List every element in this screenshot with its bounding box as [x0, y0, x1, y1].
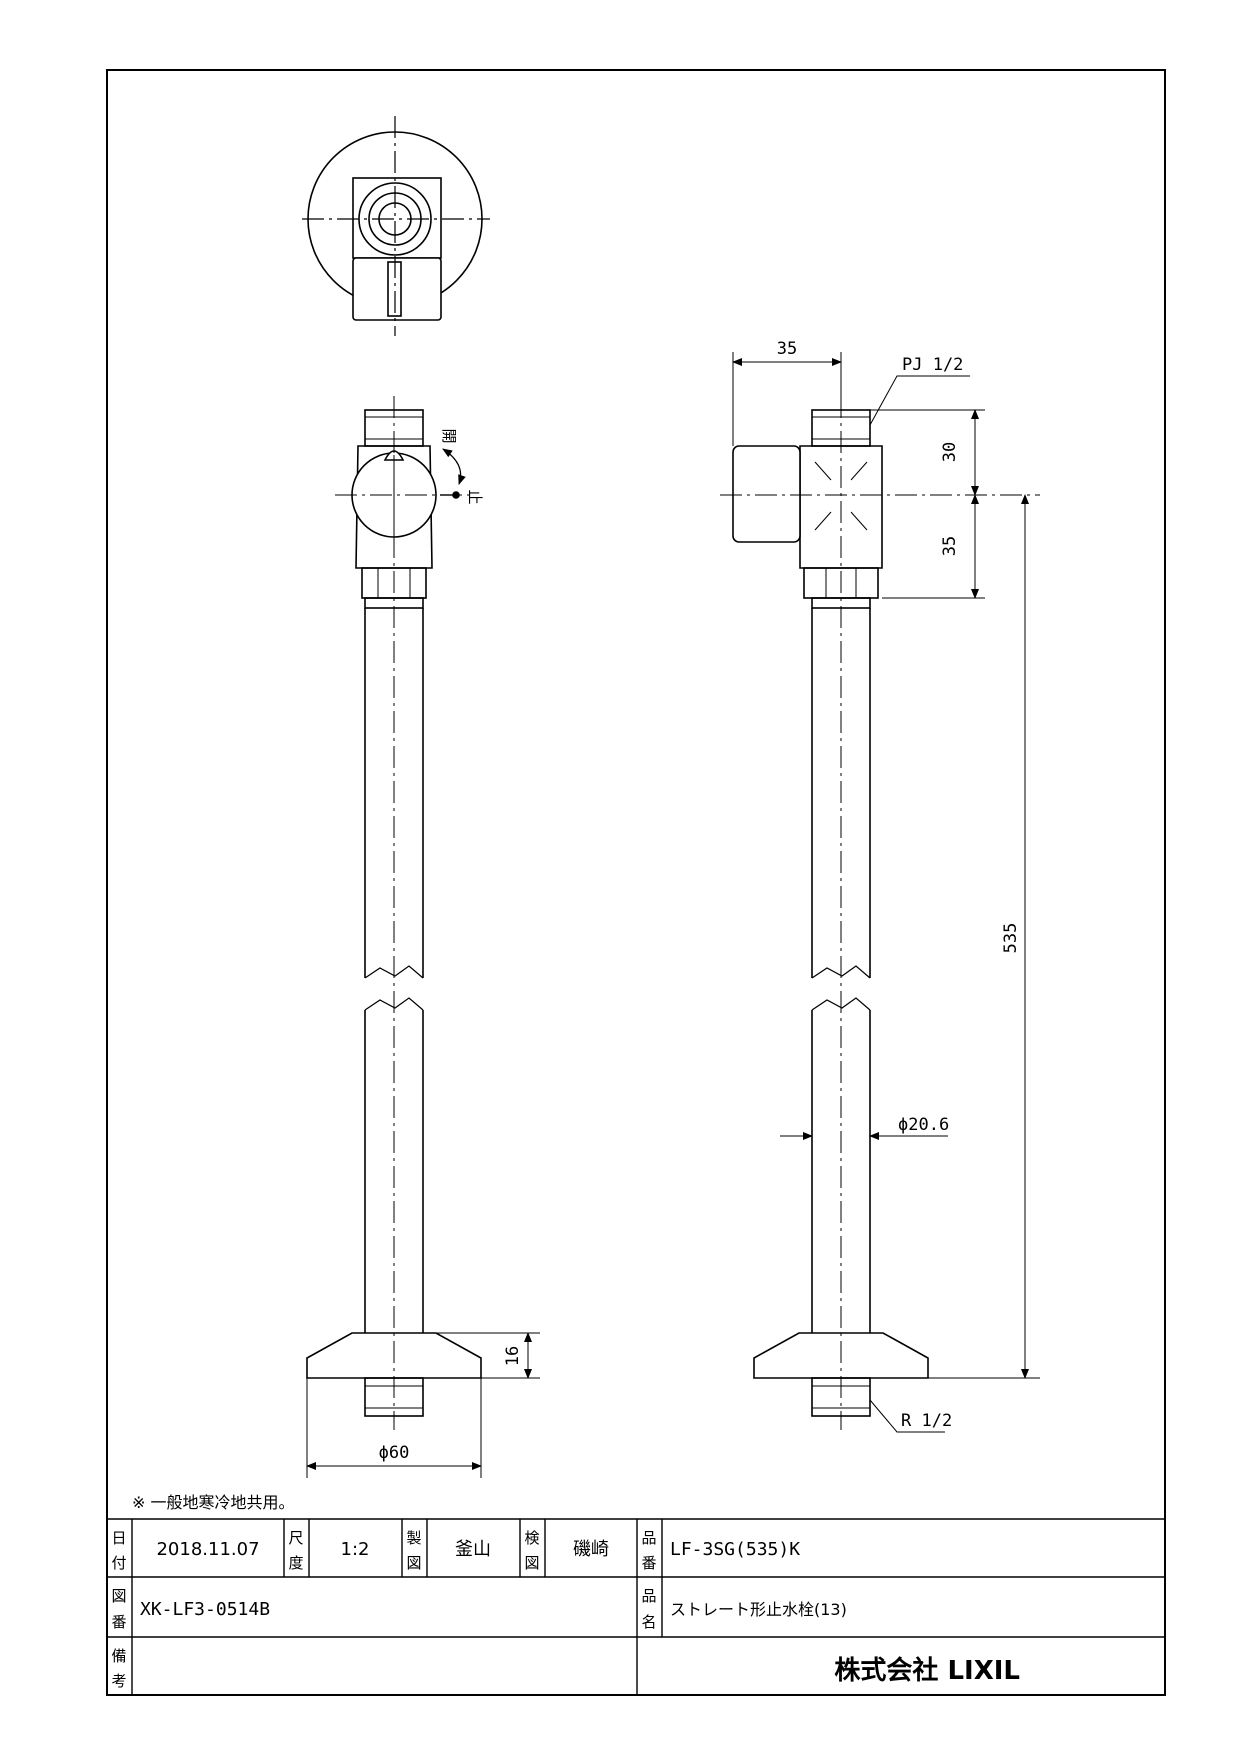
maker-label-2: 図 — [406, 1554, 421, 1572]
top-width-label: 35 — [777, 339, 797, 359]
top-view-handle — [352, 257, 442, 321]
maker-value: 釜山 — [455, 1539, 491, 1560]
thread-bottom-label: R 1/2 — [901, 1411, 952, 1431]
pipe-diameter-label: ϕ20.6 — [898, 1115, 949, 1135]
company-name: 株式会社 LIXIL — [834, 1655, 1020, 1686]
general-note: ※ 一般地寒冷地共用。 — [132, 1493, 295, 1512]
part-no-label-2: 番 — [641, 1554, 656, 1572]
side-dimensions — [732, 352, 1040, 1433]
side-view — [720, 396, 1040, 1430]
product-name-label-1: 品 — [641, 1587, 656, 1605]
remarks-label-1: 備 — [111, 1647, 126, 1665]
side-break-lower — [811, 997, 871, 1011]
top-view-body — [352, 177, 442, 259]
overall-length-label: 535 — [1001, 923, 1021, 954]
drawing-border — [106, 69, 1166, 1696]
date-label-2: 付 — [111, 1554, 126, 1572]
top-view — [302, 116, 490, 336]
product-name-label-2: 名 — [641, 1613, 656, 1631]
scale-label-2: 度 — [288, 1554, 303, 1572]
front-break-lower — [364, 997, 424, 1011]
thread-bottom-leader — [869, 1399, 945, 1433]
side-break-upper — [811, 965, 871, 979]
part-no-value: LF-3SG(535)K — [670, 1539, 800, 1560]
height-upper-label: 30 — [940, 442, 960, 462]
drawing-no-label-1: 図 — [111, 1587, 126, 1605]
title-block-labels: 日 付 尺 度 製 図 検 図 品 番 図 番 品 名 備 考 — [111, 1529, 656, 1690]
front-break-upper — [364, 965, 424, 979]
title-block — [107, 1518, 1165, 1695]
front-valve-body — [355, 445, 433, 569]
front-dimensions — [306, 1332, 540, 1478]
height-lower-label: 35 — [940, 536, 960, 556]
checker-value: 磯崎 — [573, 1539, 609, 1560]
handle-close-label: 止 — [466, 489, 484, 504]
flange-diameter-label: ϕ60 — [379, 1443, 410, 1463]
date-value: 2018.11.07 — [156, 1539, 259, 1560]
checker-label-2: 図 — [524, 1554, 539, 1572]
thread-top-label: PJ 1/2 — [902, 355, 963, 375]
thread-top-leader — [869, 375, 970, 426]
product-name-value: ストレート形止水栓(13) — [670, 1600, 847, 1619]
checker-label-1: 検 — [524, 1529, 539, 1547]
side-handle — [732, 445, 801, 543]
title-block-values: 2018.11.07 1:2 釜山 磯崎 LF-3SG(535)K XK-LF3… — [140, 1539, 1020, 1686]
maker-label-1: 製 — [406, 1529, 421, 1547]
scale-label-1: 尺 — [288, 1529, 303, 1547]
handle-open-label: 開 — [440, 428, 458, 443]
front-rotation-arrow — [442, 448, 466, 485]
front-view — [306, 396, 482, 1430]
drawing-no-label-2: 番 — [111, 1613, 126, 1631]
remarks-label-2: 考 — [111, 1672, 126, 1690]
drawing-no-value: XK-LF3-0514B — [140, 1599, 270, 1620]
date-label-1: 日 — [111, 1529, 126, 1547]
scale-value: 1:2 — [341, 1539, 370, 1560]
part-no-label-1: 品 — [641, 1529, 656, 1547]
flange-height-label: 16 — [503, 1346, 523, 1366]
